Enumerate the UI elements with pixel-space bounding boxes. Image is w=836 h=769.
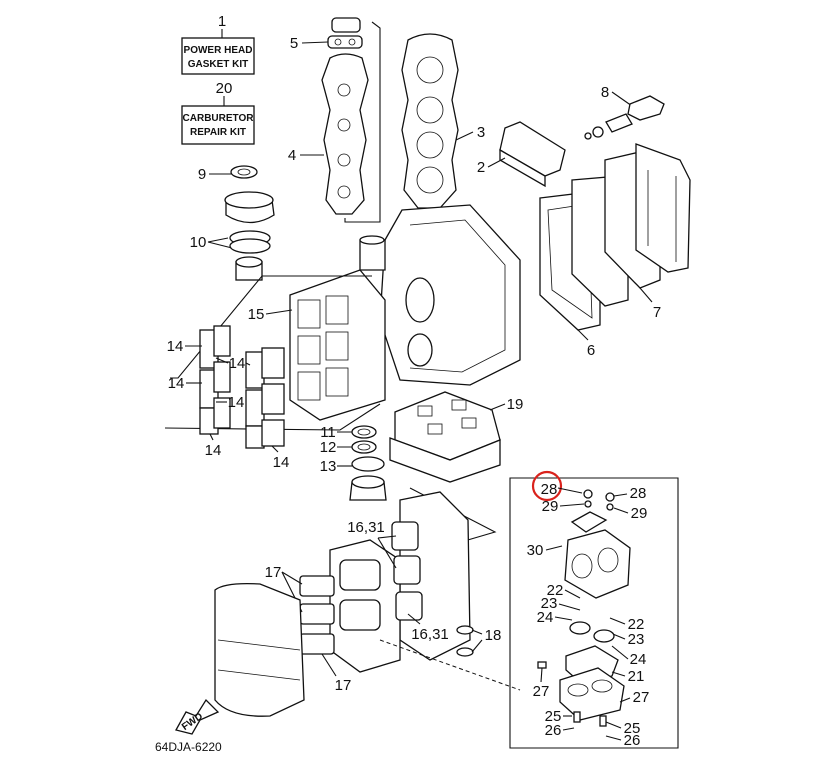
callout-label: 2 (477, 159, 485, 176)
kit-label-line1: CARBURETOR (183, 113, 255, 124)
callout-label: 23 (628, 631, 645, 648)
oil-seal-group: 11 12 13 (320, 424, 387, 501)
callout-label: 14 (167, 338, 184, 355)
callout-label: 26 (624, 732, 641, 749)
callout-label: 24 (630, 651, 647, 668)
callout-label: 26 (545, 722, 562, 739)
callout-label: 9 (198, 166, 206, 183)
kit-label-line1: POWER HEAD (184, 45, 253, 56)
cylinder-block-group: 15 (164, 204, 521, 431)
callout-label: 28 (541, 481, 558, 498)
cylinder-head-gasket-group: 5 4 3 (288, 17, 485, 223)
lower-bearing-group: 9 10 (190, 165, 275, 281)
callout-label: 14 (273, 454, 290, 471)
callout-label: 21 (628, 668, 645, 685)
callout-label: 23 (541, 595, 558, 612)
callout-label: 11 (320, 424, 336, 441)
carburetor-detail-box: 28 29 28 29 30 22 23 24 22 23 24 (509, 470, 679, 749)
reed-valve-group: 14 14 14 14 14 14 (167, 325, 290, 471)
callout-label: 30 (527, 542, 544, 559)
kit-label-line2: REPAIR KIT (190, 127, 246, 138)
callout-label: 24 (537, 609, 554, 626)
callout-label: 27 (633, 689, 650, 706)
carburetor-repair-kit-box: 20 CARBURETOR REPAIR KIT (181, 80, 255, 145)
kit-label-line2: GASKET KIT (188, 59, 249, 70)
callout-label: 15 (248, 306, 265, 323)
callout-label: 17 (265, 564, 282, 581)
callout-label: 19 (507, 396, 524, 413)
fwd-direction-arrow: FWD (175, 698, 220, 735)
callout-label: 13 (320, 458, 337, 475)
callout-label: 29 (542, 498, 559, 515)
intake-manifold-group: 16,31 16,31 18 17 17 (214, 487, 521, 717)
callout-label: 25 (545, 708, 562, 725)
callout-label: 16,31 (411, 626, 449, 643)
callout-label: 22 (547, 582, 564, 599)
callout-label: 18 (485, 627, 502, 644)
exhaust-manifold-group: 6 7 8 (539, 84, 691, 359)
callout-label: 12 (320, 439, 337, 456)
exhaust-cover-group: 2 (477, 121, 566, 188)
callout-label: 7 (653, 304, 661, 321)
callout-label: 16,31 (347, 519, 385, 536)
callout-label: 4 (288, 147, 296, 164)
callout-label: 14 (205, 442, 222, 459)
callout-label: 25 (624, 720, 641, 737)
callout-label: 14 (229, 355, 246, 372)
callout-label: 6 (587, 342, 595, 359)
exhaust-plate-group: 19 (389, 391, 524, 483)
callout-label: 22 (628, 616, 645, 633)
callout-label: 28 (630, 485, 647, 502)
callout-label: 14 (168, 375, 185, 392)
power-head-gasket-kit-box: 1 POWER HEAD GASKET KIT (181, 13, 255, 75)
callout-label: 10 (190, 234, 207, 251)
callout-label: 5 (290, 35, 298, 52)
callout-label: 27 (533, 683, 550, 700)
callout-label: 3 (477, 124, 485, 141)
highlight-circle (531, 470, 563, 502)
callout-label: 17 (335, 677, 352, 694)
kit-number-label: 1 (218, 13, 226, 30)
callout-label: 8 (601, 84, 609, 101)
callout-label: 29 (631, 505, 648, 522)
callout-label: 14 (228, 394, 245, 411)
kit-number-label: 20 (216, 80, 233, 97)
diagram-code: 64DJA-6220 (155, 740, 222, 754)
